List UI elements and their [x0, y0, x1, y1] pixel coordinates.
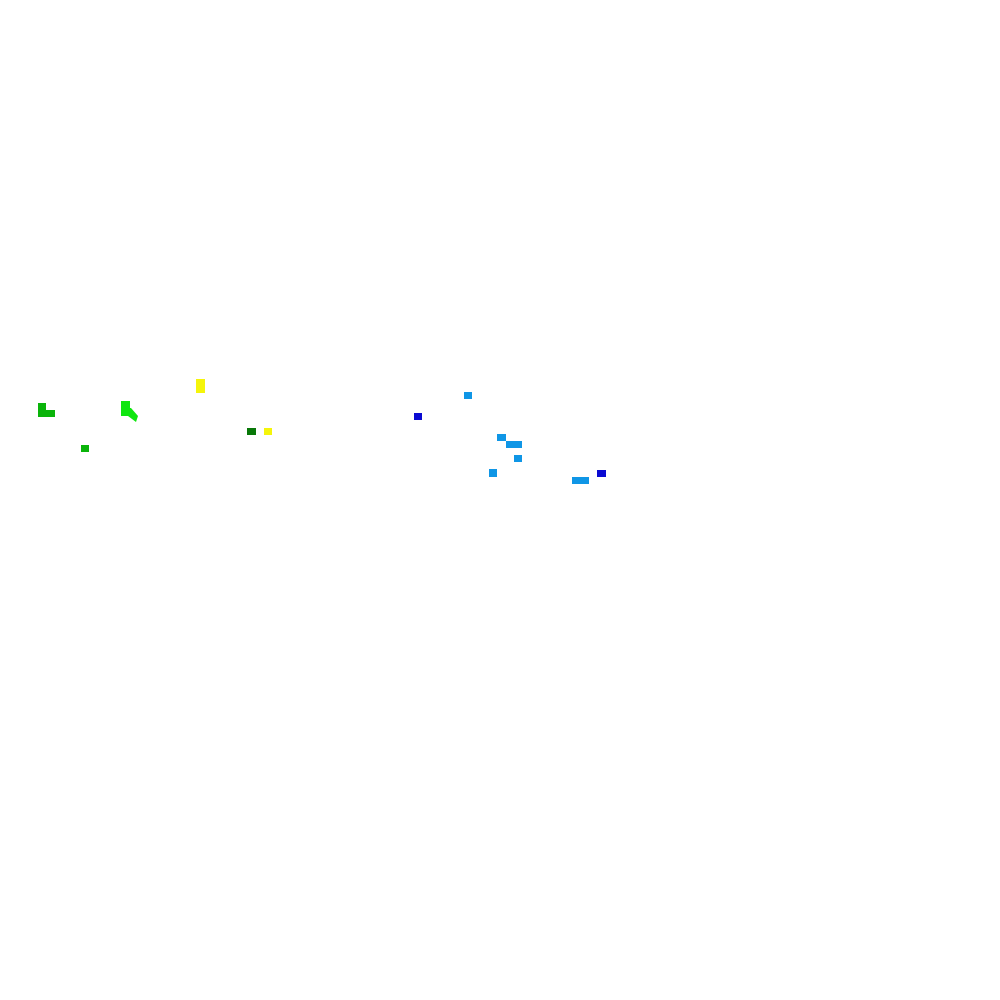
pixel-mark-light-blue: [506, 441, 522, 448]
marks-layer: [38, 379, 606, 484]
pixel-mark-green: [38, 410, 55, 417]
pixel-mark-blue: [597, 470, 606, 477]
pixel-mark-green: [81, 445, 89, 452]
pixel-mark-light-blue: [572, 477, 589, 484]
pixel-mark-bright-green: [121, 408, 138, 422]
pixel-mark-blue: [414, 413, 422, 420]
pixel-mark-yellow: [196, 379, 205, 393]
pixel-mark-light-blue: [489, 469, 497, 477]
pixel-mark-dark-green: [247, 428, 256, 435]
pixel-mark-yellow: [264, 428, 272, 435]
pixel-mark-light-blue: [514, 455, 522, 462]
pixel-mark-light-blue: [464, 392, 472, 399]
pixel-mark-light-blue: [497, 434, 506, 441]
